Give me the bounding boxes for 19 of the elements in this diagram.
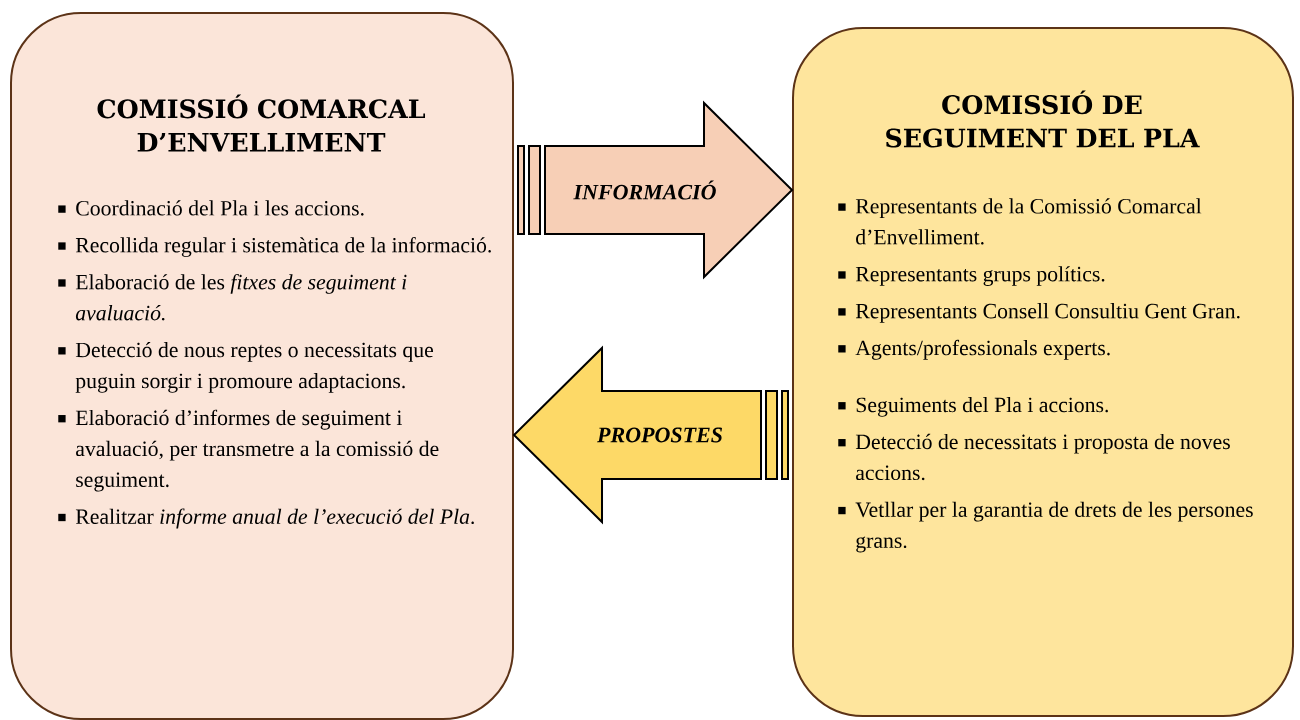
block-arrow [512,345,789,525]
heading: COMISSIÓ COMARCAL D’ENVELLIMENT [97,94,425,152]
bullet-item: Representants grups polítics. [838,266,1105,286]
edge-label: INFORMACIÓ [573,180,716,200]
bullet-item: Elaboració de les fitxes de seguiment i avaluació. [58,273,407,321]
bullet-item: Realitzar informe anual de l’execució del Pla. [58,508,474,529]
bullet-item: Elaboració d’informes de seguiment i avaluació, per transmetre a la comissió de seguiment. [58,409,439,492]
bullet-item: Detecció de necessitats i proposta de noves accions. [838,433,1230,481]
bullet-item: Representants Consell Consultiu Gent Gran. [838,303,1240,323]
bullet-item: Vetllar per la garantia de drets de les persones grans. [838,501,1253,553]
bullet-item: Recollida regular i sistemàtica de la informació. [58,237,491,257]
bullet-item: Coordinació del Pla i les accions. [58,200,364,216]
block-arrow [517,100,794,280]
bullet-item: Agents/professionals experts. [838,339,1110,360]
bullet-item: Detecció de nous reptes o necessitats que puguin sorgir i promoure adaptacions. [58,342,433,393]
bullet-item: Representants de la Comissió Comarcal d’Envelliment. [838,198,1202,245]
heading: COMISSIÓ DE SEGUIMENT DEL PLA [886,90,1200,148]
bullet-item: Seguiments del Pla i accions. [838,396,1108,417]
edge-label: PROPOSTES [597,427,723,443]
